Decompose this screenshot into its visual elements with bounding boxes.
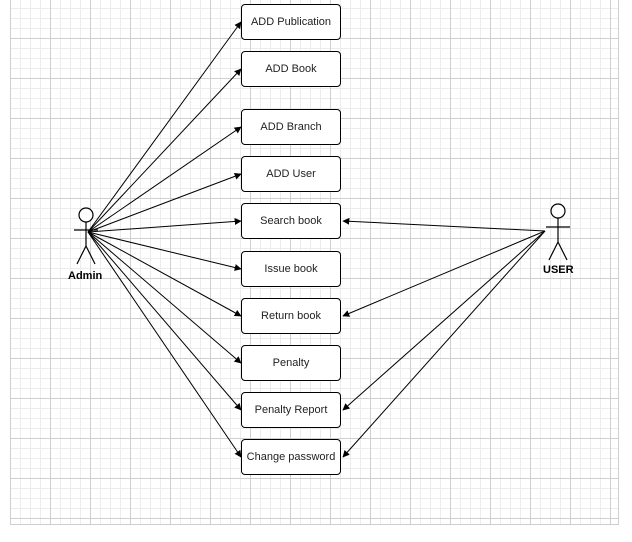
admin-association-add-book [87, 68, 242, 233]
use-case-add-book[interactable]: ADD Book [241, 51, 341, 87]
admin-association-issue-book [87, 231, 242, 271]
use-case-add-user[interactable]: ADD User [241, 156, 341, 192]
admin-association-add-publication [87, 21, 242, 233]
use-case-return-book[interactable]: Return book [241, 298, 341, 334]
user-association-penalty-report [342, 230, 546, 411]
use-case-issue-book[interactable]: Issue book [241, 251, 341, 287]
admin-association-penalty-report [87, 231, 242, 411]
use-case-search-book[interactable]: Search book [241, 203, 341, 239]
admin-association-change-password [87, 231, 242, 458]
admin-association-return-book [87, 231, 242, 317]
user-actor-figure [546, 203, 570, 261]
use-case-penalty-report[interactable]: Penalty Report [241, 392, 341, 428]
user-association-search-book [342, 217, 546, 232]
admin-association-search-book [87, 217, 242, 233]
user-actor-label: USER [543, 264, 574, 276]
admin-association-penalty [87, 231, 242, 364]
admin-association-add-user [87, 172, 242, 233]
use-case-add-publication[interactable]: ADD Publication [241, 4, 341, 40]
use-case-add-branch[interactable]: ADD Branch [241, 109, 341, 145]
admin-actor-figure [74, 207, 98, 265]
use-case-change-password[interactable]: Change password [241, 439, 341, 475]
admin-association-add-branch [87, 126, 242, 233]
user-association-change-password [342, 230, 546, 458]
use-case-penalty[interactable]: Penalty [241, 345, 341, 381]
user-association-return-book [342, 230, 546, 317]
admin-actor-label: Admin [68, 270, 103, 282]
